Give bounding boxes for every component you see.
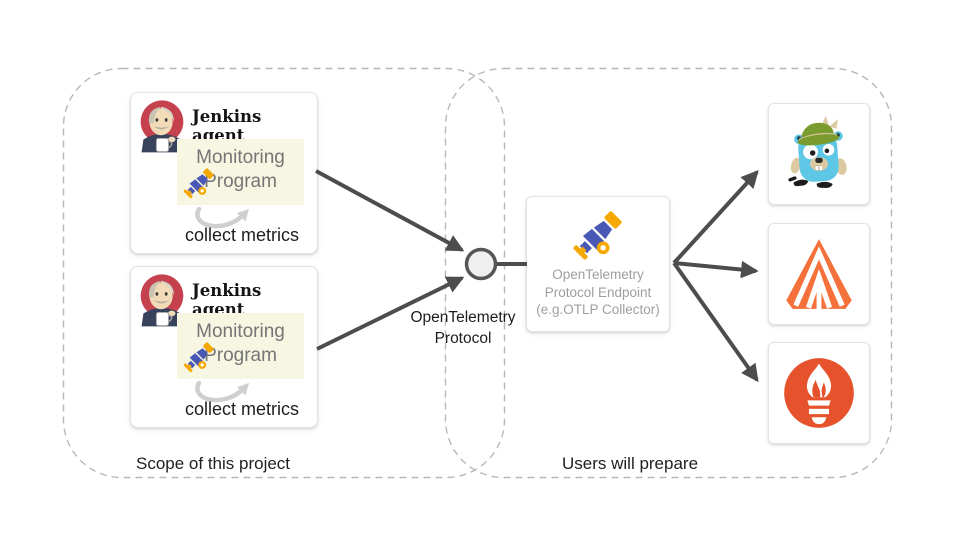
opentelemetry-telescope-icon (183, 168, 214, 199)
merge-node-circle (464, 247, 498, 281)
otlp-endpoint-box: OpenTelemetry Protocol Endpoint (e.g.OTL… (526, 196, 670, 332)
collect-metrics-caption: collect metrics (184, 399, 300, 419)
scope-group-label: Scope of this project (136, 454, 291, 473)
arrow-endpoint-to-loki (672, 170, 759, 265)
monitoring-program-line2: Program (204, 345, 277, 366)
loki-gopher-icon (788, 116, 847, 188)
users-group-label: Users will prepare (562, 454, 699, 473)
jenkins-agent-card-1: Jenkins agent Monitoring Program (130, 92, 318, 254)
loop-arrow-icon (195, 381, 249, 403)
endpoint-line3: (e.g.OTLP Collector) (536, 302, 660, 317)
prometheus-flame-icon (784, 358, 854, 428)
orange-pyramid-arrow-icon (786, 239, 852, 312)
monitoring-program-line1: Monitoring (196, 321, 285, 342)
arrow-endpoint-to-pyramid (673, 260, 759, 279)
monitoring-program-box: Monitoring Program (177, 139, 304, 205)
arrow-endpoint-to-prometheus (672, 261, 759, 383)
jenkins-agent-card-2: Jenkins agent Monitoring Program (130, 266, 318, 428)
collect-metrics-caption: collect metrics (184, 225, 300, 245)
arrow-agent2-to-node (316, 276, 465, 351)
opentelemetry-telescope-icon (183, 342, 214, 373)
jenkins-mascot-icon (140, 274, 184, 327)
users-will-prepare-boundary (444, 67, 893, 479)
protocol-label-line1: OpenTelemetry (410, 309, 516, 326)
protocol-label-line2: Protocol (434, 330, 492, 347)
monitoring-program-line2: Program (204, 171, 277, 192)
endpoint-line1: OpenTelemetry (552, 267, 644, 282)
loop-arrow-icon (195, 207, 249, 229)
monitoring-program-line1: Monitoring (196, 147, 285, 168)
opentelemetry-protocol-label: OpenTelemetry Protocol (398, 307, 528, 349)
endpoint-line2: Protocol Endpoint (544, 284, 652, 300)
endpoint-description: OpenTelemetry Protocol Endpoint (e.g.OTL… (527, 266, 669, 319)
jenkins-mascot-icon (140, 100, 184, 153)
backend-card-pyramid (768, 223, 870, 325)
backend-card-prometheus (768, 342, 870, 444)
opentelemetry-telescope-icon (573, 211, 622, 260)
backend-card-loki (768, 103, 870, 205)
scope-of-project-boundary (62, 67, 506, 479)
monitoring-program-box: Monitoring Program (177, 313, 304, 379)
arrow-agent1-to-node (315, 169, 465, 252)
